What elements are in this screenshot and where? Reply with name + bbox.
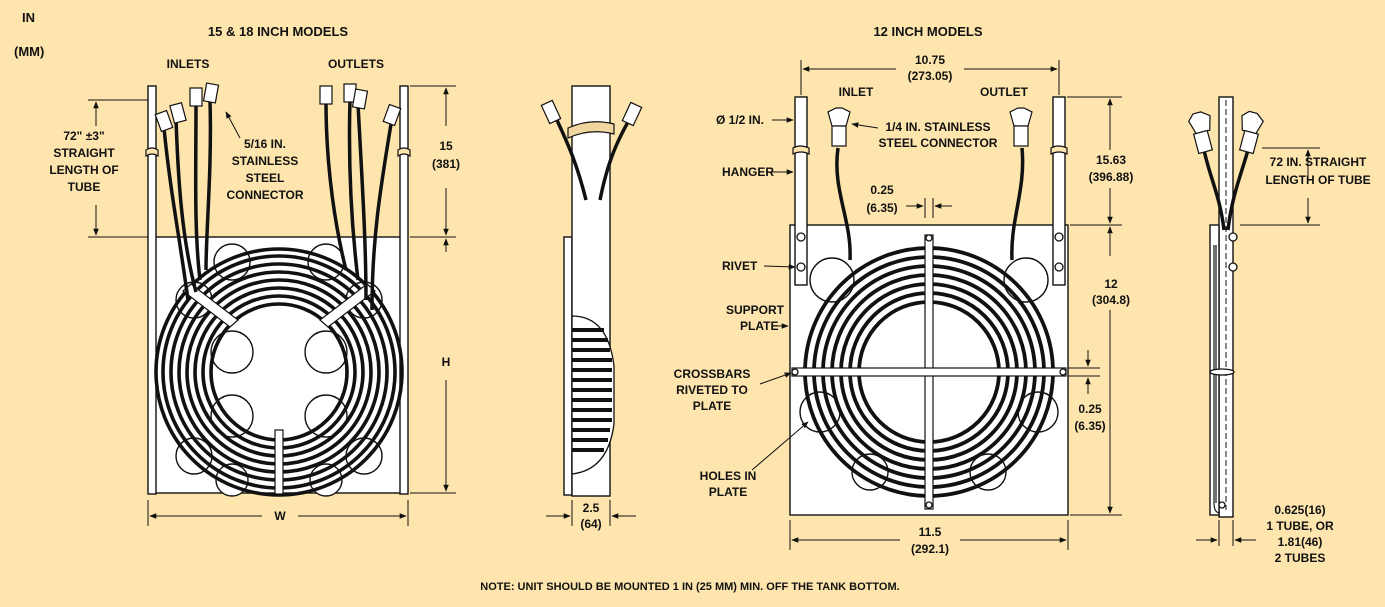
crossbars-leader bbox=[759, 372, 792, 385]
side-plate bbox=[563, 236, 573, 496]
bar-025-mm: (6.35) bbox=[1074, 419, 1105, 433]
height-15-value: 15 bbox=[439, 139, 453, 153]
tube-length-line3: LENGTH OF bbox=[49, 163, 118, 177]
right-connectors bbox=[827, 107, 1033, 147]
width-w-label: W bbox=[274, 509, 286, 523]
side-coil-lines bbox=[572, 328, 612, 452]
diameter-label: Ø 1/2 IN. bbox=[716, 113, 764, 127]
height-15-mm: (381) bbox=[432, 157, 460, 171]
side-break-band bbox=[567, 121, 615, 139]
left-side-view bbox=[540, 85, 643, 497]
holes-line1: HOLES IN bbox=[700, 469, 757, 483]
left-tube-leads bbox=[162, 99, 394, 311]
right-hanger bbox=[399, 85, 409, 495]
units-label-in: IN bbox=[22, 10, 35, 25]
connector-note-line1: 5/16 IN. bbox=[244, 137, 286, 151]
side-thickness-right-dimension bbox=[1196, 520, 1256, 546]
inlet-label: INLET bbox=[839, 85, 874, 99]
outlet-label: OUTLET bbox=[980, 85, 1029, 99]
tube-thickness-line3: 1.81(46) bbox=[1278, 535, 1323, 549]
width-1075-dimension bbox=[800, 60, 1060, 95]
rivets bbox=[791, 232, 1067, 509]
left-section-title: 15 & 18 INCH MODELS bbox=[208, 24, 348, 39]
height-1563-value: 15.63 bbox=[1096, 153, 1126, 167]
connector-leader bbox=[225, 111, 241, 139]
crossbars-line1: CROSSBARS bbox=[674, 367, 751, 381]
left-hanger bbox=[147, 85, 157, 495]
holes-line2: PLATE bbox=[709, 485, 747, 499]
right-tube-leads bbox=[835, 147, 1025, 261]
mounting-note: NOTE: UNIT SHOULD BE MOUNTED 1 IN (25 MM… bbox=[480, 581, 899, 593]
connector-note-line2: STAINLESS bbox=[232, 154, 298, 168]
height-h-label: H bbox=[442, 355, 451, 369]
support-plate-line2: PLATE bbox=[740, 319, 778, 333]
inlets-label: INLETS bbox=[167, 57, 210, 71]
tube-length-line4: TUBE bbox=[68, 180, 101, 194]
connector-note-line3: STEEL bbox=[246, 171, 285, 185]
gap-025-top-value: 0.25 bbox=[870, 183, 894, 197]
right-connector-leader bbox=[851, 122, 879, 129]
tube-thickness-line4: 2 TUBES bbox=[1275, 551, 1326, 565]
rivet-leader bbox=[763, 263, 796, 270]
width-115-mm: (292.1) bbox=[911, 542, 949, 556]
width-1075-mm: (273.05) bbox=[908, 69, 953, 83]
left-coil-clamps bbox=[182, 283, 376, 495]
right-side-rivets bbox=[1209, 232, 1238, 509]
tube-thickness-line1: 0.625(16) bbox=[1274, 503, 1325, 517]
bar-025-dimension bbox=[1068, 350, 1100, 394]
right-side-tube-leads bbox=[1202, 149, 1250, 231]
left-break-marks bbox=[145, 147, 411, 158]
right-hanger-bar bbox=[1052, 96, 1066, 286]
right-front-view bbox=[789, 96, 1069, 516]
width-115-value: 11.5 bbox=[919, 525, 942, 539]
connector-note-line4: CONNECTOR bbox=[226, 188, 303, 202]
crossbars-line3: PLATE bbox=[693, 399, 731, 413]
gap-025-top-dimension bbox=[906, 198, 952, 218]
width-w-dimension bbox=[147, 500, 409, 526]
left-front-view bbox=[145, 82, 411, 497]
height-1563-mm: (396.88) bbox=[1089, 170, 1134, 184]
outlets-label: OUTLETS bbox=[328, 57, 384, 71]
bar-025-value: 0.25 bbox=[1078, 402, 1102, 416]
side-tube-leads bbox=[554, 117, 630, 201]
height-1563-dimension bbox=[1067, 96, 1122, 226]
support-plate-line1: SUPPORT bbox=[726, 303, 785, 317]
side-length-line2: LENGTH OF TUBE bbox=[1265, 173, 1370, 187]
crossbars-line2: RIVETED TO bbox=[676, 383, 748, 397]
right-connector-line2: STEEL CONNECTOR bbox=[879, 136, 998, 150]
right-side-view bbox=[1188, 96, 1264, 518]
side-connectors bbox=[540, 99, 643, 127]
right-break-marks bbox=[792, 145, 1068, 155]
height-12-mm: (304.8) bbox=[1092, 293, 1130, 307]
side-thickness-dimension bbox=[546, 500, 636, 526]
gap-025-top-mm: (6.35) bbox=[866, 201, 897, 215]
width-1075-value: 10.75 bbox=[915, 53, 945, 67]
side-length-line1: 72 IN. STRAIGHT bbox=[1270, 155, 1367, 169]
holes-leader bbox=[751, 421, 809, 471]
tube-length-line2: STRAIGHT bbox=[53, 146, 115, 160]
right-section-title: 12 INCH MODELS bbox=[873, 24, 982, 39]
height-12-value: 12 bbox=[1104, 277, 1118, 291]
right-connector-line1: 1/4 IN. STAINLESS bbox=[885, 120, 990, 134]
tube-length-dimension bbox=[88, 99, 148, 238]
left-hanger-bar bbox=[794, 96, 808, 286]
width-115-dimension bbox=[789, 520, 1069, 550]
tube-thickness-line2: 1 TUBE, OR bbox=[1266, 519, 1334, 533]
units-label-mm: (MM) bbox=[14, 44, 44, 59]
left-connectors bbox=[154, 82, 402, 133]
side-coil-profile bbox=[571, 315, 615, 475]
tube-length-line1: 72" ±3" bbox=[63, 129, 104, 143]
side-length-dimension bbox=[1240, 147, 1320, 226]
side-thickness-mm: (64) bbox=[580, 517, 601, 531]
hanger-label: HANGER bbox=[722, 165, 774, 179]
height-12-dimension bbox=[1070, 226, 1122, 516]
side-thickness-value: 2.5 bbox=[583, 501, 600, 515]
right-side-connectors bbox=[1188, 110, 1264, 155]
height-15-dimension bbox=[410, 85, 456, 494]
rivet-label: RIVET bbox=[722, 259, 758, 273]
